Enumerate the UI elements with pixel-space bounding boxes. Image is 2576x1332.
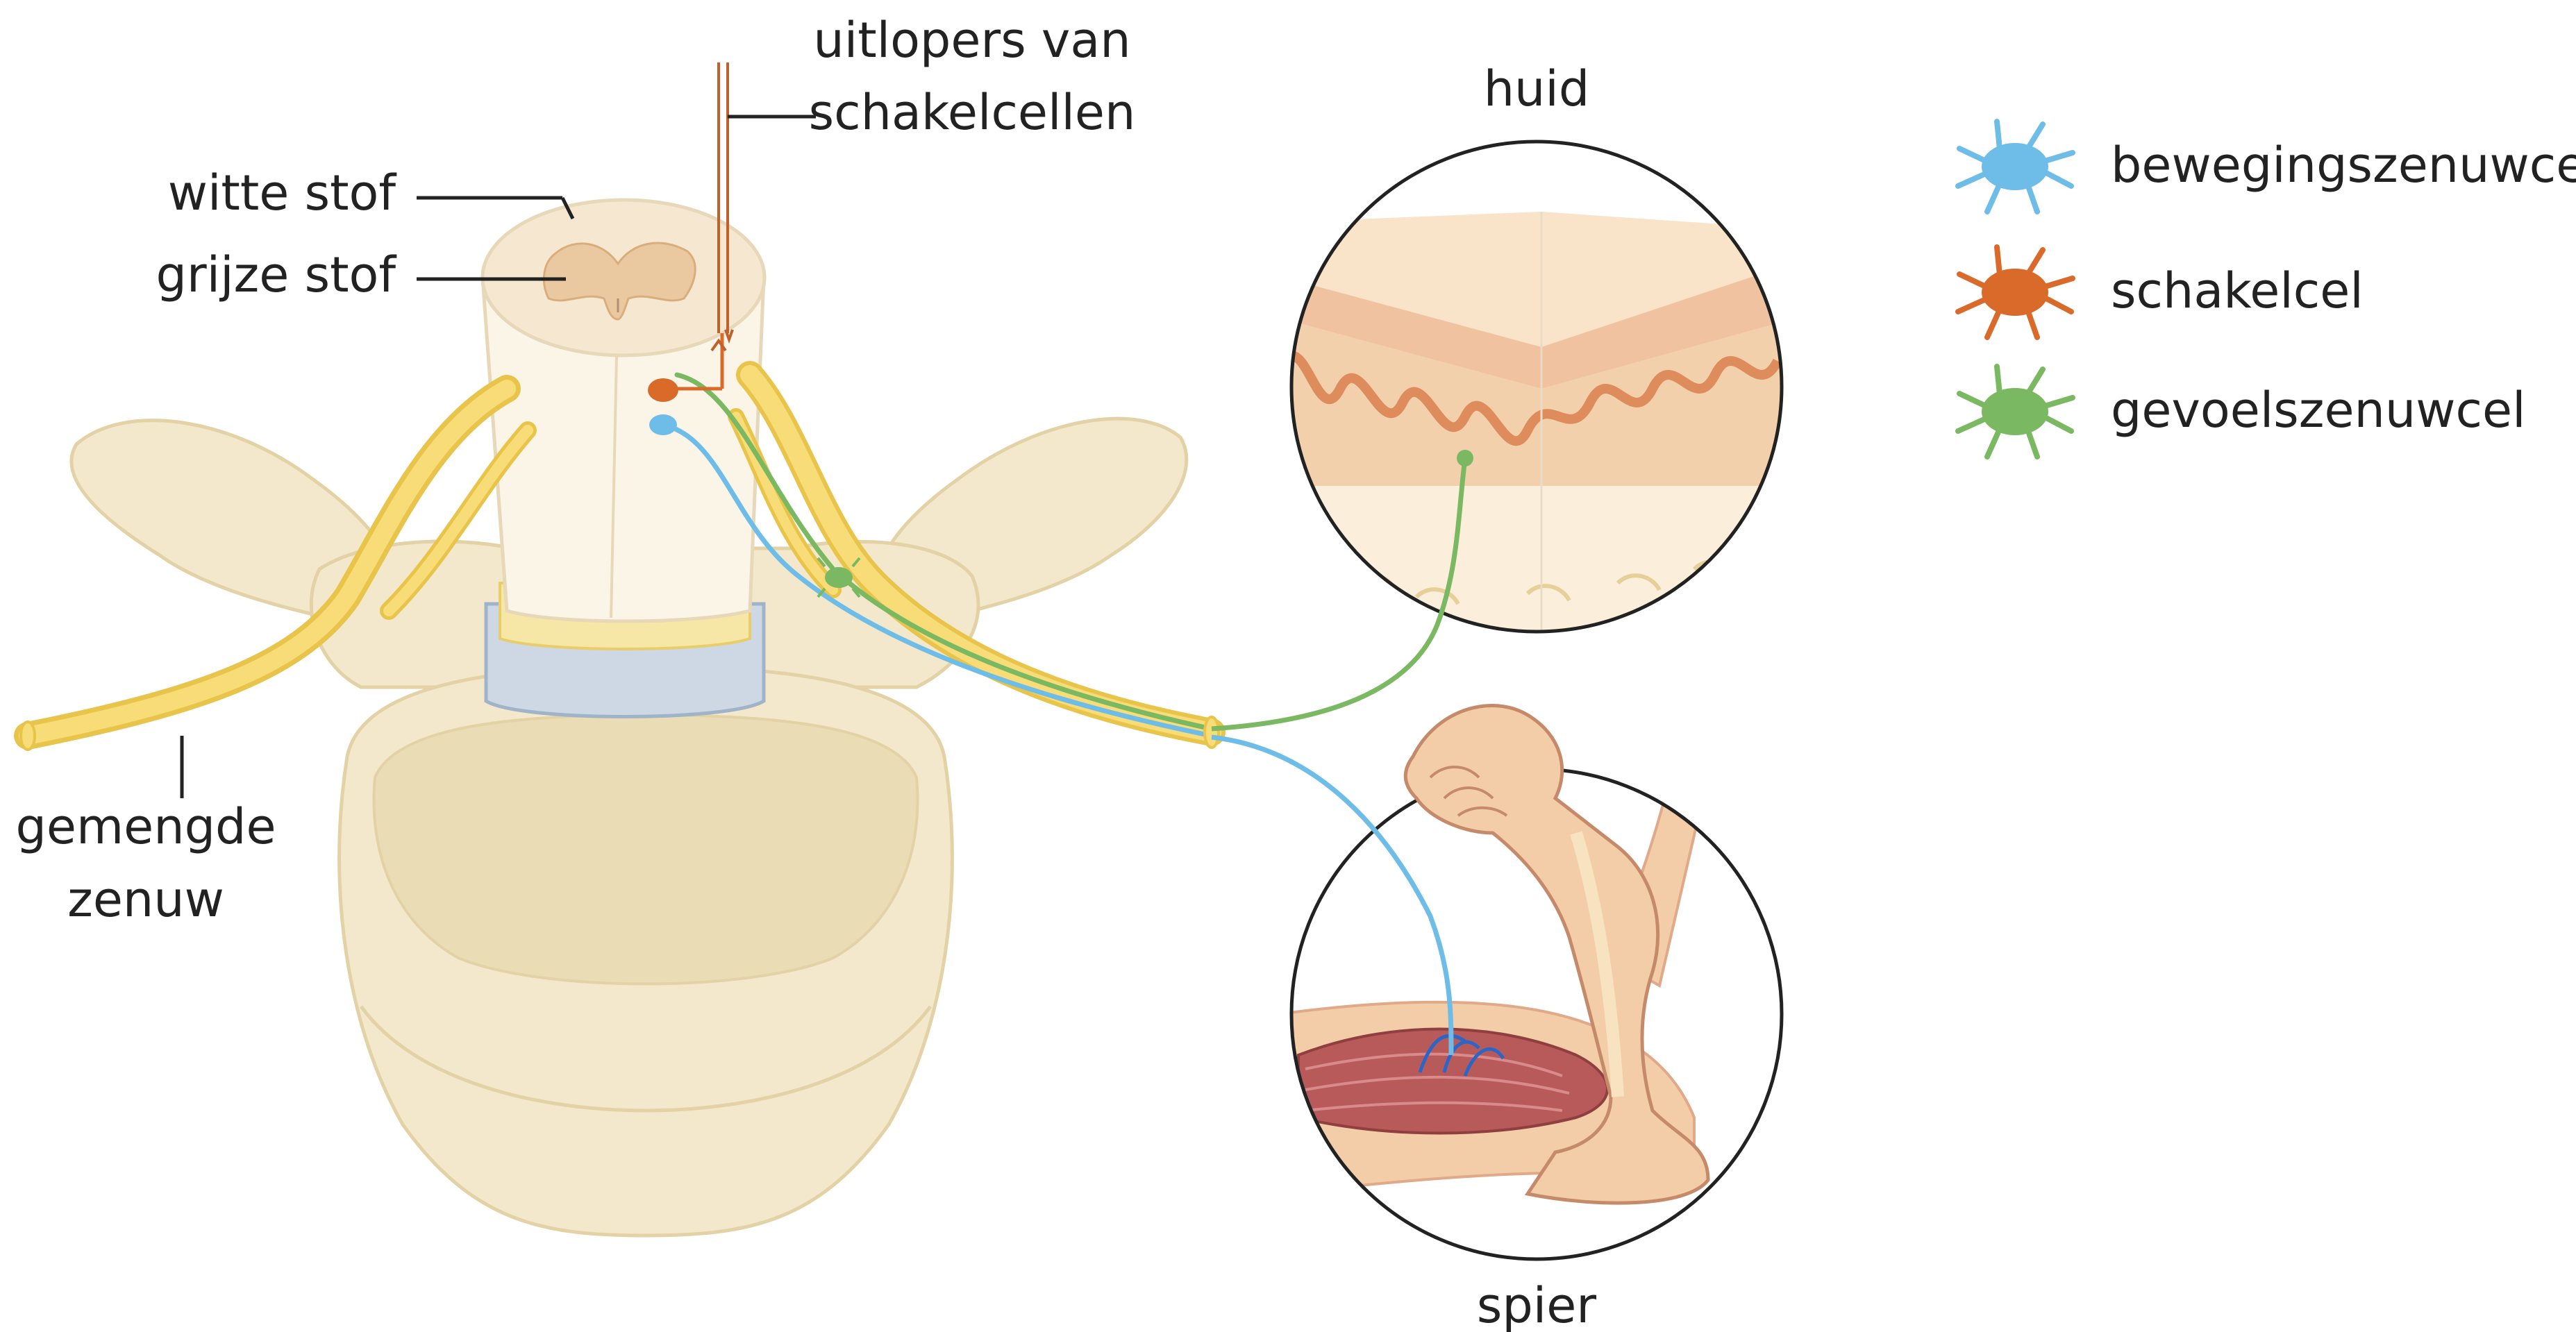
label-gemengde-zenuw: gemengde zenuw — [15, 736, 276, 928]
label-text-line1: gemengde — [15, 798, 276, 855]
label-text: witte stof — [168, 165, 397, 221]
legend: bewegingszenuwcel schakelcel gevoelszenu… — [1958, 121, 2576, 457]
skin-inset — [1285, 139, 1791, 646]
label-spier: spier — [1477, 1277, 1596, 1332]
vertebral-body-face — [374, 715, 918, 984]
motor-neuron-icon — [1958, 121, 2073, 212]
legend-item-sensory: gevoelszenuwcel — [1958, 366, 2526, 457]
label-witte-stof: witte stof — [168, 165, 573, 221]
label-text-line2: zenuw — [67, 871, 224, 928]
legend-item-inter: schakelcel — [1958, 247, 2364, 337]
legend-item-motor: bewegingszenuwcel — [1958, 121, 2576, 212]
motor-neuron-in-cord — [649, 414, 677, 435]
legend-label: bewegingszenuwcel — [2111, 137, 2576, 194]
label-uitlopers: uitlopers van schakelcellen — [728, 12, 1135, 141]
sensory-neuron-icon — [1958, 366, 2073, 457]
legend-label: gevoelszenuwcel — [2111, 382, 2526, 439]
legend-label: schakelcel — [2111, 262, 2364, 319]
label-text-line2: schakelcellen — [809, 84, 1136, 141]
label-huid: huid — [1484, 60, 1590, 117]
label-text: grijze stof — [156, 246, 396, 303]
label-text-line1: uitlopers van — [813, 12, 1130, 69]
interneuron-icon — [1958, 247, 2073, 337]
